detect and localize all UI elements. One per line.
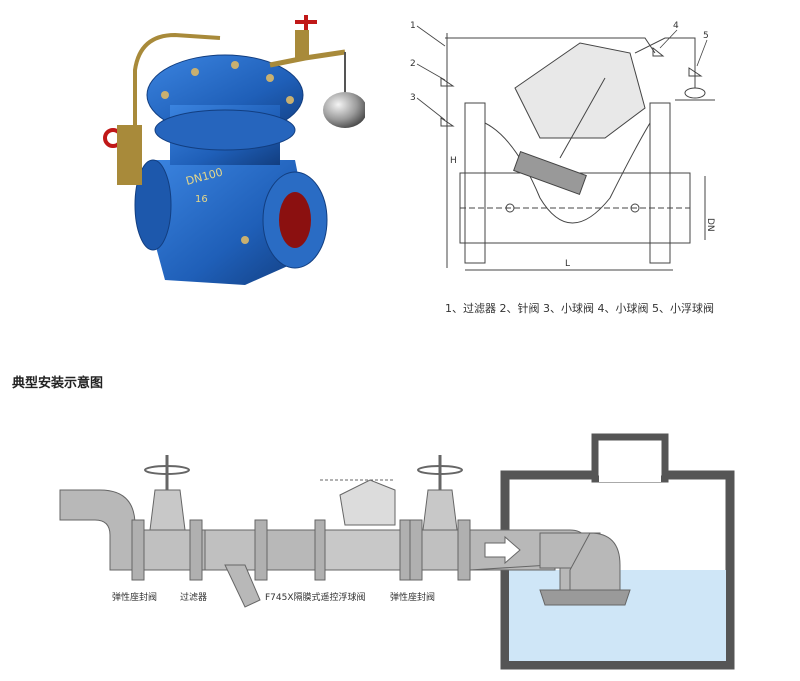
valve-body [150,160,305,285]
section-drawing: 1 2 3 4 5 H L DN [410,21,715,271]
dim-dn-label: DN [705,218,715,232]
label-gate-valve-1: 弹性座封阀 [112,591,157,603]
label-gate-valve-2: 弹性座封阀 [390,591,435,603]
dim-h-label: H [450,156,457,166]
valve-inlet-flange [134,159,172,251]
drawing-bonnet [514,42,646,139]
float-ball [323,92,365,128]
callout-4: 4 [673,21,679,31]
gate-valve-1 [131,455,203,581]
callout-5: 5 [703,31,709,41]
y-strainer [204,519,268,608]
callout-3: 3 [410,93,416,103]
inlet-pipe [59,489,136,571]
drawing-valve-body [484,122,651,224]
label-strainer: 过滤器 [180,591,207,603]
dim-l-label: L [565,259,570,269]
callout-1: 1 [410,21,416,31]
float-control-valve [314,479,411,581]
callout-2: 2 [410,59,416,69]
parts-legend: 1、过滤器 2、针阀 3、小球阀 4、小球阀 5、小浮球阀 [445,302,714,315]
control-tube [133,32,221,170]
gate-valve-2 [409,455,471,581]
flow-arrow-icon [484,535,521,565]
product-photo: DN100 16 [103,15,365,285]
pressure-marking: 16 [195,194,208,205]
needle-valve-handwheel-icon [295,15,317,30]
label-float-valve: F745X隔膜式遥控浮球阀 [265,591,366,603]
section-title: 典型安装示意图 [12,376,104,391]
installation-diagram: 弹性座封阀 过滤器 F745X隔膜式遥控浮球阀 弹性座封阀 [59,433,735,670]
